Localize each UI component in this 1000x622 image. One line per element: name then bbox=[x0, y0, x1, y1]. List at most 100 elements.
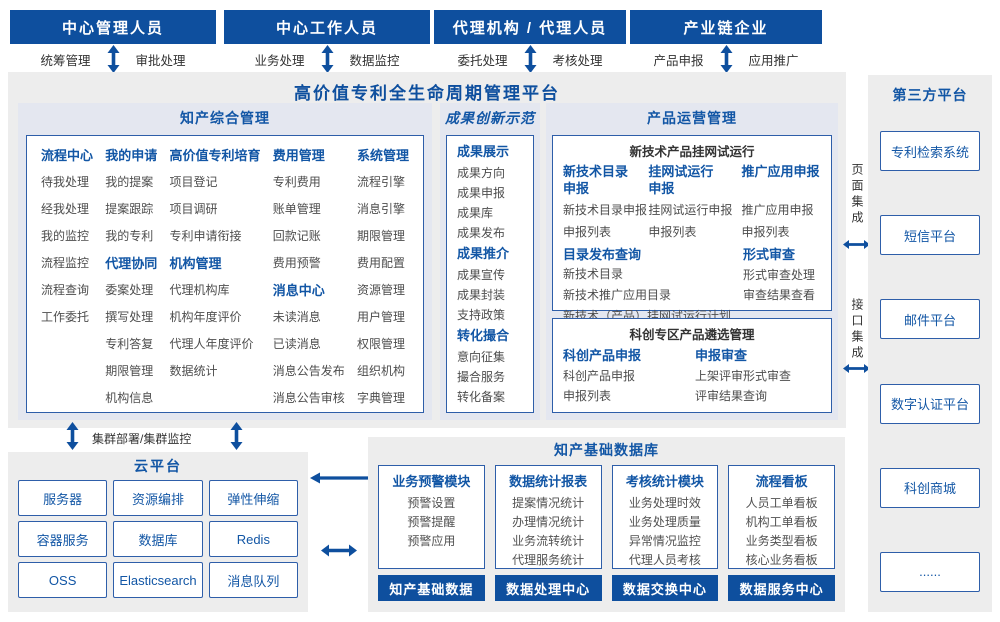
third-party-system: 数字认证平台 bbox=[880, 383, 980, 424]
module-group-title: 高价值专利培育 bbox=[169, 148, 261, 163]
module-item: 项目调研 bbox=[169, 202, 218, 216]
trial-columns: 新技术目录申报 新技术目录申报申报列表 挂网试运行申报 挂网试运行申报申报列表 … bbox=[563, 163, 821, 243]
module-item-list: 提案情况统计办理情况统计业务流转统计代理服务统计 bbox=[496, 494, 601, 570]
module-item: 资源管理 bbox=[356, 283, 405, 297]
cloud-service: 服务器 bbox=[18, 480, 108, 516]
module-item: 我的监控 bbox=[41, 229, 90, 243]
module-group-title: 考核统计模块 bbox=[625, 474, 704, 489]
module-item-list: 预警设置预警提醒预警应用 bbox=[379, 494, 484, 551]
module-item: 转化备案 bbox=[457, 390, 506, 404]
module-item: 费用预警 bbox=[272, 256, 321, 270]
module-item: 组织机构 bbox=[356, 364, 405, 378]
module-column: 新技术目录申报 新技术目录申报申报列表 bbox=[563, 163, 648, 243]
module-group-title: 形式审查 bbox=[743, 247, 796, 262]
module-item: 提案情况统计 bbox=[512, 496, 585, 510]
module-column: 高价值专利培育 项目登记项目调研专利申请衔接 机构管理 代理机构库机构年度评价代… bbox=[169, 142, 260, 412]
left-right-arrow-icon bbox=[843, 238, 870, 251]
trial-bottom-row: 目录发布查询 新技术目录新技术推广应用目录新技术（产品）挂网试运行计划 形式审查… bbox=[563, 245, 821, 326]
module-item: 我的专利 bbox=[105, 229, 154, 243]
module-item: 申报列表 bbox=[563, 225, 612, 239]
module-group-title: 代理协同 bbox=[105, 256, 158, 271]
left-right-arrow-icon bbox=[312, 544, 366, 557]
module-item: 形式审查处理 bbox=[743, 268, 816, 282]
module-group-title: 申报审查 bbox=[694, 348, 747, 363]
up-down-arrow-icon bbox=[107, 45, 120, 73]
role-action-label: 应用推广 bbox=[748, 53, 799, 68]
module-item-list: 新技术目录新技术推广应用目录新技术（产品）挂网试运行计划 bbox=[563, 265, 743, 326]
module-group-title: 成果展示 bbox=[457, 144, 510, 159]
cloud-service: OSS bbox=[18, 562, 108, 598]
formal-review-group: 形式审查 形式审查处理审查结果查看 bbox=[743, 245, 821, 326]
module-item-list: 成果宣传成果封装支持政策 bbox=[457, 265, 533, 325]
module-column: 推广应用申报 推广应用申报申报列表 bbox=[741, 163, 821, 243]
database-card: 流程看板 人员工单看板机构工单看板业务类型看板核心业务看板 bbox=[728, 465, 835, 569]
cloud-service: 数据库 bbox=[113, 521, 203, 557]
role-group-center-managers: 中心管理人员 统筹管理 审批处理 bbox=[10, 10, 216, 74]
third-party-system: 短信平台 bbox=[880, 215, 980, 256]
section-title: 知产基础数据库 bbox=[554, 442, 659, 458]
section-product-ops: 产品运营管理 新技术产品挂网试运行 新技术目录申报 新技术目录申报申报列表 挂网… bbox=[546, 103, 838, 420]
database-card: 考核统计模块 业务处理时效业务处理质量异常情况监控代理人员考核 bbox=[611, 465, 719, 570]
module-item: 专利答复 bbox=[105, 337, 154, 351]
section-title: 第三方平台 bbox=[892, 87, 968, 103]
module-item: 代理服务统计 bbox=[512, 553, 585, 567]
database-card: 业务预警模块 预警设置预警提醒预警应用 bbox=[378, 465, 485, 569]
role-title: 中心工作人员 bbox=[224, 10, 430, 44]
module-column: 流程中心 待我处理经我处理我的监控流程监控流程查询工作委托 bbox=[41, 142, 93, 412]
module-item: 机构信息 bbox=[105, 391, 154, 405]
module-item: 成果宣传 bbox=[457, 268, 506, 282]
data-center-bar: 数据服务中心 bbox=[728, 575, 835, 601]
module-column: 科创产品申报 科创产品申报申报列表 bbox=[563, 346, 641, 406]
module-group-title: 科创产品申报 bbox=[563, 348, 642, 363]
module-item-list: 待我处理经我处理我的监控流程监控流程查询工作委托 bbox=[41, 169, 93, 331]
role-title: 中心管理人员 bbox=[10, 10, 216, 44]
module-item-list: 业务处理时效业务处理质量异常情况监控代理人员考核 bbox=[613, 494, 718, 570]
module-item: 评审结果查询 bbox=[694, 389, 767, 403]
module-item-list: 成果方向成果申报成果库成果发布 bbox=[457, 163, 533, 243]
role-group-agencies: 代理机构 / 代理人员 委托处理 考核处理 bbox=[434, 10, 626, 74]
section-title: 知产综合管理 bbox=[180, 110, 270, 126]
module-item: 数据统计 bbox=[169, 364, 218, 378]
module-item-list: 意向征集撮合服务转化备案 bbox=[457, 347, 533, 407]
data-center-bar: 数据交换中心 bbox=[611, 575, 719, 601]
role-title: 代理机构 / 代理人员 bbox=[434, 10, 626, 44]
module-item: 权限管理 bbox=[356, 337, 405, 351]
module-group-title: 我的申请 bbox=[105, 148, 158, 163]
module-item: 预警应用 bbox=[407, 534, 456, 548]
up-down-arrow-icon bbox=[230, 422, 243, 450]
section-ip-database: 知产基础数据库 业务预警模块 预警设置预警提醒预警应用 知产基础数据 数据统计报… bbox=[368, 437, 845, 612]
role-actions: 产品申报 应用推广 bbox=[630, 44, 822, 74]
module-item: 挂网试运行申报 bbox=[648, 203, 733, 217]
module-group-title: 消息中心 bbox=[272, 283, 325, 298]
module-item: 工作委托 bbox=[41, 310, 90, 324]
trial-run-box: 新技术产品挂网试运行 新技术目录申报 新技术目录申报申报列表 挂网试运行申报 挂… bbox=[552, 135, 832, 323]
module-item: 意向征集 bbox=[457, 350, 506, 364]
module-item: 专利申请衔接 bbox=[169, 229, 242, 243]
module-item-list: 形式审查处理审查结果查看 bbox=[743, 265, 821, 305]
module-item: 代理机构库 bbox=[169, 283, 230, 297]
module-group-title: 成果推介 bbox=[457, 246, 510, 261]
role-actions: 统筹管理 审批处理 bbox=[10, 44, 216, 74]
module-item-list: 推广应用申报申报列表 bbox=[741, 199, 821, 243]
module-item: 成果库 bbox=[457, 206, 494, 220]
module-item: 人员工单看板 bbox=[745, 496, 818, 510]
cloud-service: 消息队列 bbox=[208, 562, 298, 598]
module-item: 账单管理 bbox=[272, 202, 321, 216]
module-item: 业务类型看板 bbox=[745, 534, 818, 548]
module-group-title: 转化撮合 bbox=[457, 328, 510, 343]
module-item: 推广应用申报 bbox=[741, 203, 814, 217]
module-item: 申报列表 bbox=[563, 389, 612, 403]
module-item: 消息公告发布 bbox=[272, 364, 345, 378]
module-item: 字典管理 bbox=[356, 391, 405, 405]
module-item: 申报列表 bbox=[741, 225, 790, 239]
up-down-arrow-icon bbox=[66, 422, 79, 450]
up-down-arrow-icon bbox=[524, 45, 537, 73]
module-group-title: 流程中心 bbox=[41, 148, 94, 163]
module-item: 机构工单看板 bbox=[745, 515, 818, 529]
module-group-title: 目录发布查询 bbox=[563, 247, 642, 262]
role-action-label: 业务处理 bbox=[254, 53, 305, 68]
module-item: 期限管理 bbox=[105, 364, 154, 378]
module-item: 成果申报 bbox=[457, 186, 506, 200]
module-item: 成果方向 bbox=[457, 166, 506, 180]
